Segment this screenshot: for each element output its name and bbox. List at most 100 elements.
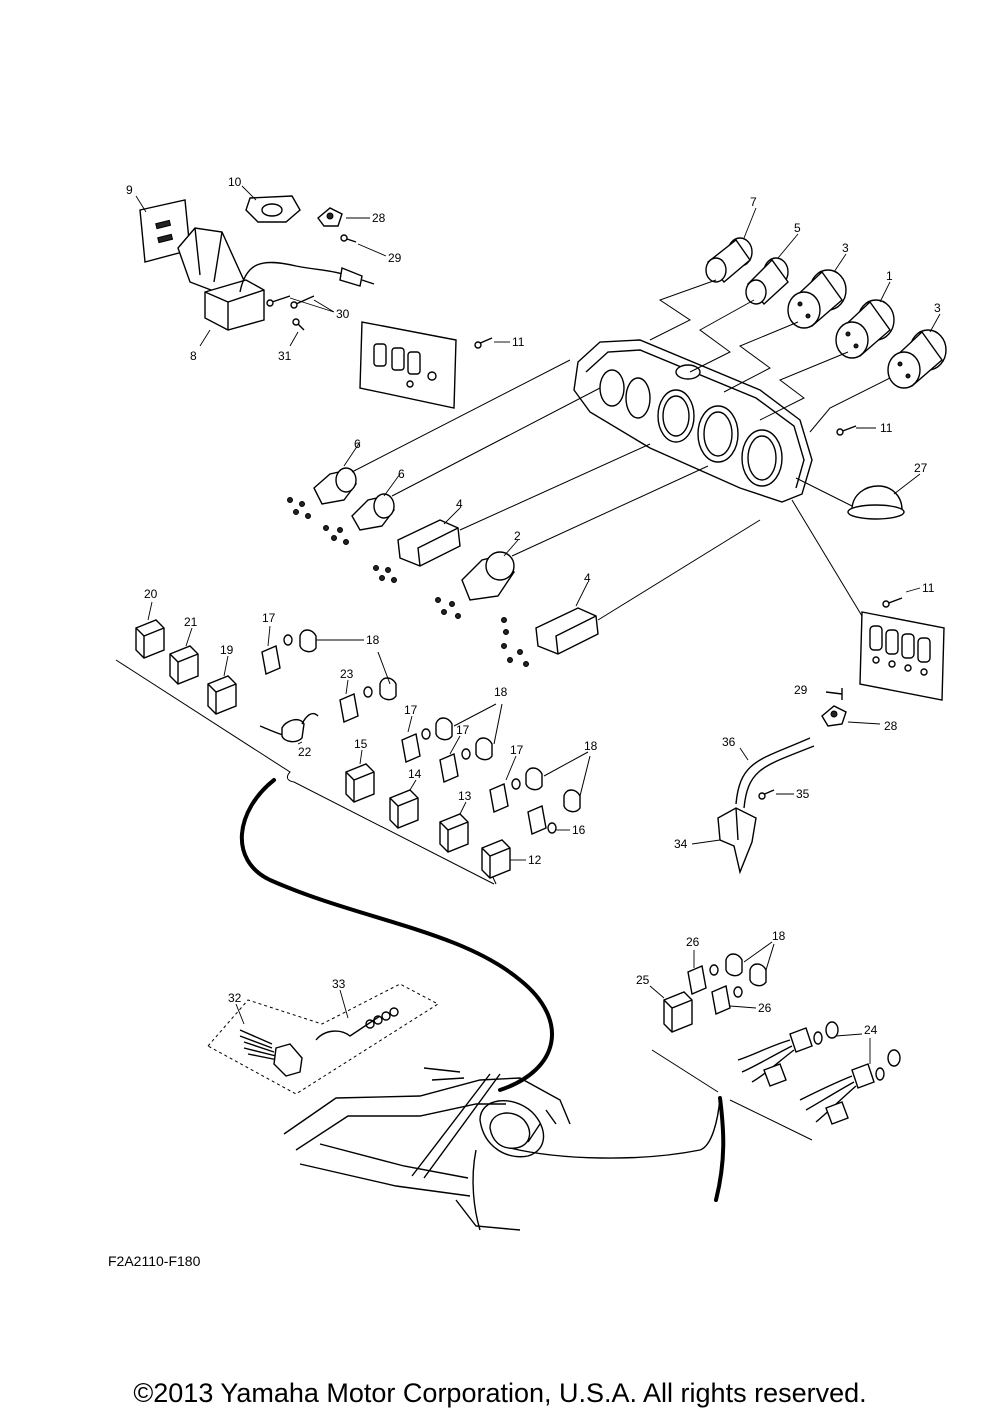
wire-22 [259, 712, 319, 743]
bracket-4-upper [373, 443, 651, 583]
screw-29-top [340, 234, 357, 243]
callout-17-c: 17 [456, 723, 470, 737]
callout-14: 14 [408, 767, 422, 781]
switch-15 [345, 763, 375, 803]
gauge-holder-6-lower [323, 387, 601, 545]
switch-17-b [401, 717, 453, 763]
sensor-34 [717, 807, 757, 875]
callout-21: 21 [184, 615, 198, 629]
switch-25 [663, 991, 693, 1033]
meter-5 [745, 257, 789, 306]
callout-35: 35 [796, 787, 810, 801]
switch-26-upper [687, 941, 775, 995]
callout-31: 31 [278, 349, 292, 363]
callouts: 9 10 28 29 30 31 8 11 7 5 3 1 3 11 27 6 [126, 175, 941, 1064]
screw-35 [758, 789, 775, 800]
bracket-4-lower [501, 519, 761, 667]
callout-16: 16 [572, 823, 586, 837]
figure-code: F2A2110-F180 [108, 1253, 201, 1269]
callout-17-a: 17 [262, 611, 276, 625]
switch-23 [339, 651, 397, 723]
callout-19: 19 [220, 643, 234, 657]
gauge-holder-6-upper [287, 359, 571, 519]
callout-33: 33 [332, 977, 346, 991]
callout-28-right: 28 [884, 719, 898, 733]
callout-11-lower: 11 [922, 581, 935, 595]
sender-box [207, 983, 439, 1095]
switch-19 [207, 675, 237, 715]
callout-11-right: 11 [880, 421, 893, 435]
screws-30 [266, 295, 315, 309]
callout-13: 13 [458, 789, 472, 803]
switch-14 [389, 789, 419, 829]
callout-24: 24 [864, 1023, 878, 1037]
callout-23: 23 [340, 667, 354, 681]
callout-3-upper: 3 [842, 241, 849, 255]
switch-panel-plate-right [791, 499, 945, 701]
screw-11-right [836, 425, 857, 436]
callout-5: 5 [794, 221, 801, 235]
switch-13 [439, 813, 469, 853]
callout-36: 36 [722, 735, 736, 749]
callout-12: 12 [528, 853, 542, 867]
callout-27: 27 [914, 461, 928, 475]
callout-1: 1 [886, 269, 893, 283]
switch-17-c [439, 703, 503, 783]
screw-29-right [825, 688, 843, 700]
switch-12 [481, 839, 511, 879]
cap-27 [795, 477, 905, 520]
meter-housing [573, 339, 813, 503]
callout-32: 32 [228, 991, 242, 1005]
clamp-28-top [317, 207, 343, 227]
callout-3-lower: 3 [934, 301, 941, 315]
copyright-notice: ©2013 Yamaha Motor Corporation, U.S.A. A… [133, 1378, 867, 1408]
callout-15: 15 [354, 737, 368, 751]
callout-22: 22 [298, 745, 312, 759]
callout-18-d: 18 [772, 929, 786, 943]
switch-16 [527, 805, 557, 835]
callout-29-top: 29 [388, 251, 402, 265]
switch-17-d [489, 751, 591, 813]
switch-panel-plate-left [359, 321, 457, 409]
callout-28-top: 28 [372, 211, 386, 225]
hose-36 [735, 737, 815, 809]
buzzer-lead-wire [239, 261, 375, 293]
callout-10: 10 [228, 175, 242, 189]
clamp-28-right [821, 705, 847, 727]
callout-26-upper: 26 [686, 935, 700, 949]
screw-31 [292, 318, 305, 331]
callout-18-b: 18 [494, 685, 508, 699]
switch-20 [135, 619, 165, 659]
callout-34: 34 [674, 837, 688, 851]
switch-harness-24 [737, 1021, 901, 1125]
hull-console-outline [283, 1067, 721, 1231]
gasket-10 [245, 195, 301, 223]
callout-6-upper: 6 [354, 437, 361, 451]
main-wire-harness [239, 778, 726, 1202]
callout-26-lower: 26 [758, 1001, 772, 1015]
screw-11-lower [882, 597, 903, 608]
callout-11-left: 11 [512, 335, 525, 349]
callout-17-b: 17 [404, 703, 418, 717]
assembly-lines-meters [649, 279, 891, 433]
right-group-outline [651, 1049, 813, 1141]
callout-9: 9 [126, 183, 133, 197]
callout-7: 7 [750, 195, 757, 209]
callout-4-upper: 4 [456, 497, 463, 511]
callout-6-lower: 6 [398, 467, 405, 481]
callout-20: 20 [144, 587, 158, 601]
callout-30: 30 [336, 307, 350, 321]
callout-18-a: 18 [366, 633, 380, 647]
callout-25: 25 [636, 973, 650, 987]
callout-2: 2 [514, 529, 521, 543]
callout-29-right: 29 [794, 683, 808, 697]
gauge-holder-2 [435, 465, 709, 619]
switch-group-outline [115, 659, 497, 885]
screw-11-left [474, 337, 493, 349]
switch-26-lower [711, 985, 743, 1015]
callout-18-c: 18 [584, 739, 598, 753]
meter-1 [835, 299, 895, 359]
callout-4-lower: 4 [584, 571, 591, 585]
callout-8: 8 [190, 349, 197, 363]
